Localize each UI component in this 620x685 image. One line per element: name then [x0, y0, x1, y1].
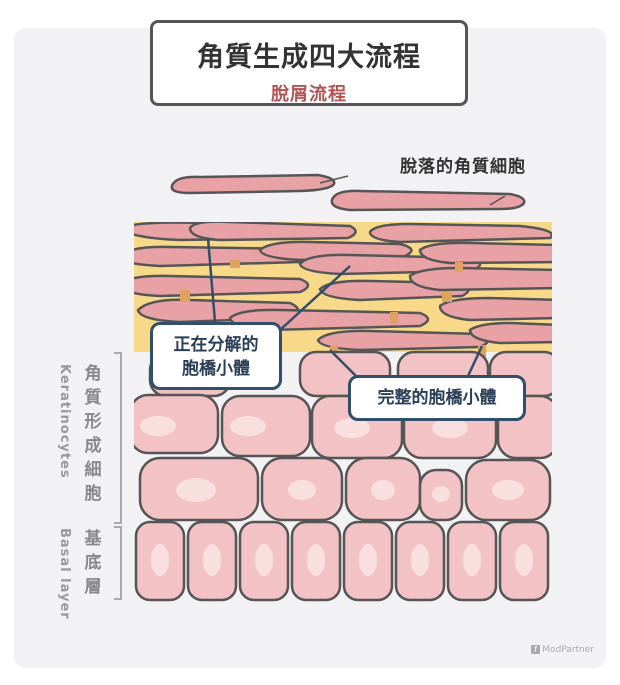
basal-bracket	[114, 526, 122, 600]
credit-text: ModPartner	[542, 645, 594, 655]
shed-scale	[330, 189, 526, 212]
title-box: 角質生成四大流程 脫屑流程	[150, 20, 468, 106]
keratinocytes-label-zh: 角質形成細胞	[84, 364, 102, 504]
keratinocytes-label-en: Keratinocytes	[57, 364, 72, 479]
facebook-icon: f	[531, 645, 541, 654]
decomposing-desmosome-callout: 正在分解的 胞橋小體	[150, 322, 282, 390]
callout-line: 胞橋小體	[182, 359, 250, 379]
shed-scale	[170, 173, 336, 195]
basal-label-zh: 基底層	[84, 529, 102, 597]
page-title: 角質生成四大流程	[197, 42, 421, 73]
intact-desmosome-callout: 完整的胞橋小體	[348, 375, 526, 421]
shed-cells-label: 脫落的角質細胞	[400, 157, 526, 177]
keratinocytes-bracket	[114, 352, 122, 524]
page-subtitle: 脫屑流程	[271, 84, 347, 105]
basal-label-en: Basal layer	[57, 528, 72, 620]
callout-line: 正在分解的	[173, 335, 259, 355]
